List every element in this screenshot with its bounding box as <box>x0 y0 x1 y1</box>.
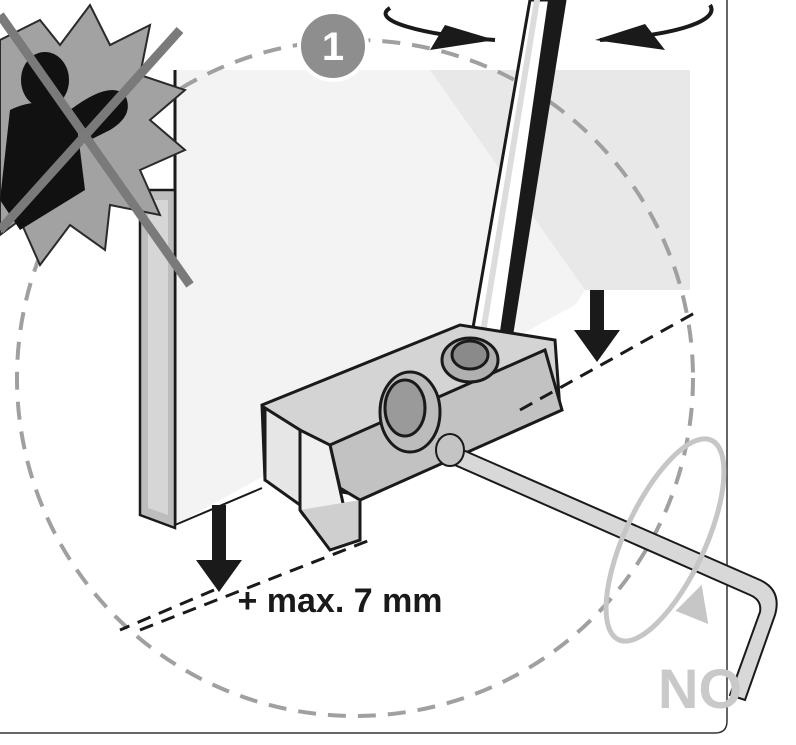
allen-key-icon <box>435 433 778 702</box>
adjustment-label: + max. 7 mm <box>237 582 442 620</box>
diagram-frame <box>0 0 728 734</box>
down-arrow-icon <box>196 290 620 592</box>
screwdriver-icon <box>468 0 567 347</box>
no-label: NO <box>658 657 742 720</box>
adjustment-guides <box>119 308 701 632</box>
no-strength-icon <box>0 3 194 288</box>
step-badge: 1 <box>297 10 369 82</box>
prohibited-rotation-icon <box>603 436 727 644</box>
rotation-arrows-icon <box>383 3 714 50</box>
hinge-clamp <box>260 323 564 552</box>
step-number: 1 <box>322 25 344 69</box>
